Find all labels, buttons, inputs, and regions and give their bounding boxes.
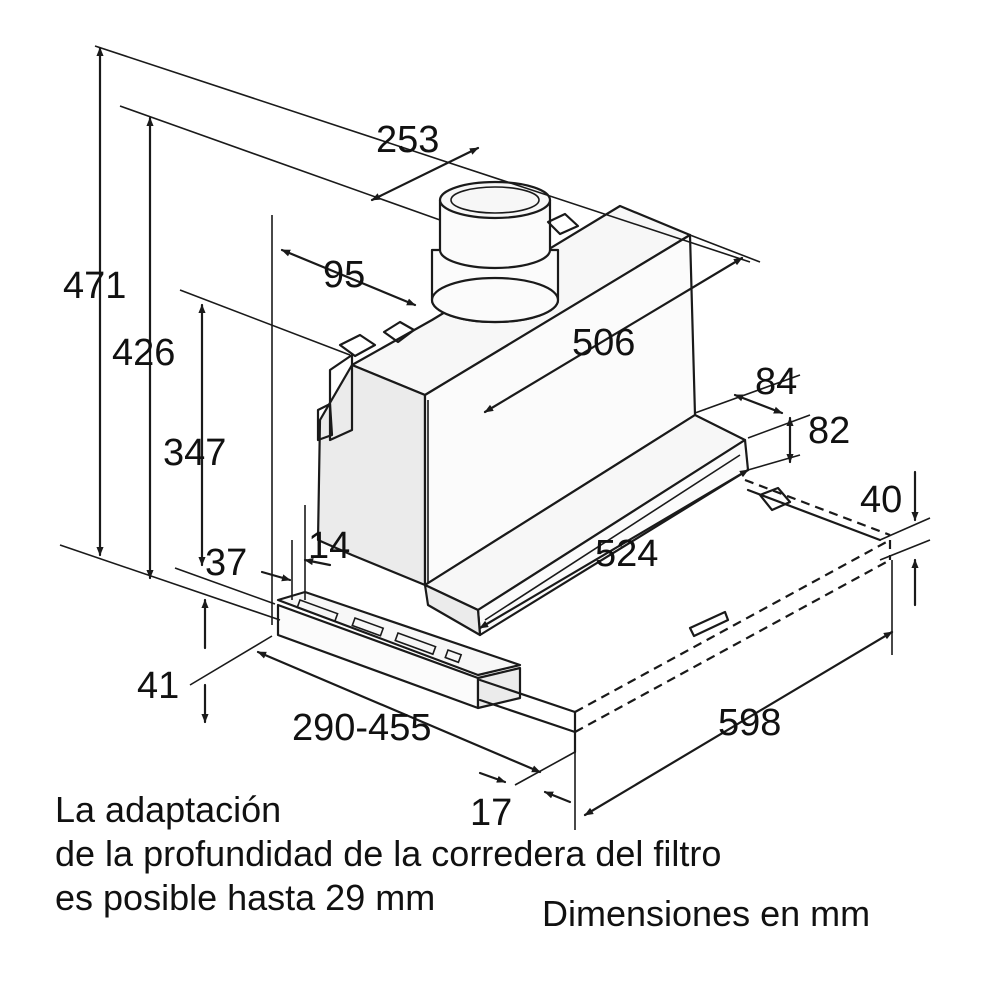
dim-253: 253 <box>376 119 439 161</box>
adaptation-note-line-1: La adaptación <box>55 789 282 830</box>
dim-82: 82 <box>808 410 850 452</box>
units-note: Dimensiones en mm <box>542 893 871 934</box>
dim-14: 14 <box>308 525 350 567</box>
dim-41: 41 <box>137 665 179 707</box>
dim-426: 426 <box>112 332 175 374</box>
dim-95: 95 <box>323 254 365 296</box>
dim-598: 598 <box>718 702 781 744</box>
dimension-labels: 471 426 347 253 95 506 84 82 40 524 37 1… <box>63 119 902 834</box>
dim-347: 347 <box>163 432 226 474</box>
dimension-lines <box>59 45 931 830</box>
dim-471: 471 <box>63 265 126 307</box>
adaptation-note: La adaptación de la profundidad de la co… <box>55 788 721 920</box>
dim-524: 524 <box>595 533 658 575</box>
dim-37: 37 <box>205 542 247 584</box>
adaptation-note-line-3: es posible hasta 29 mm <box>55 877 436 918</box>
dim-506: 506 <box>572 322 635 364</box>
dim-290-455: 290-455 <box>292 707 431 749</box>
dim-40: 40 <box>860 479 902 521</box>
mounting-bracket <box>316 333 377 442</box>
dim-84: 84 <box>755 361 797 403</box>
dim-17: 17 <box>470 792 512 834</box>
adaptation-note-line-2: de la profundidad de la corredera del fi… <box>55 833 722 874</box>
